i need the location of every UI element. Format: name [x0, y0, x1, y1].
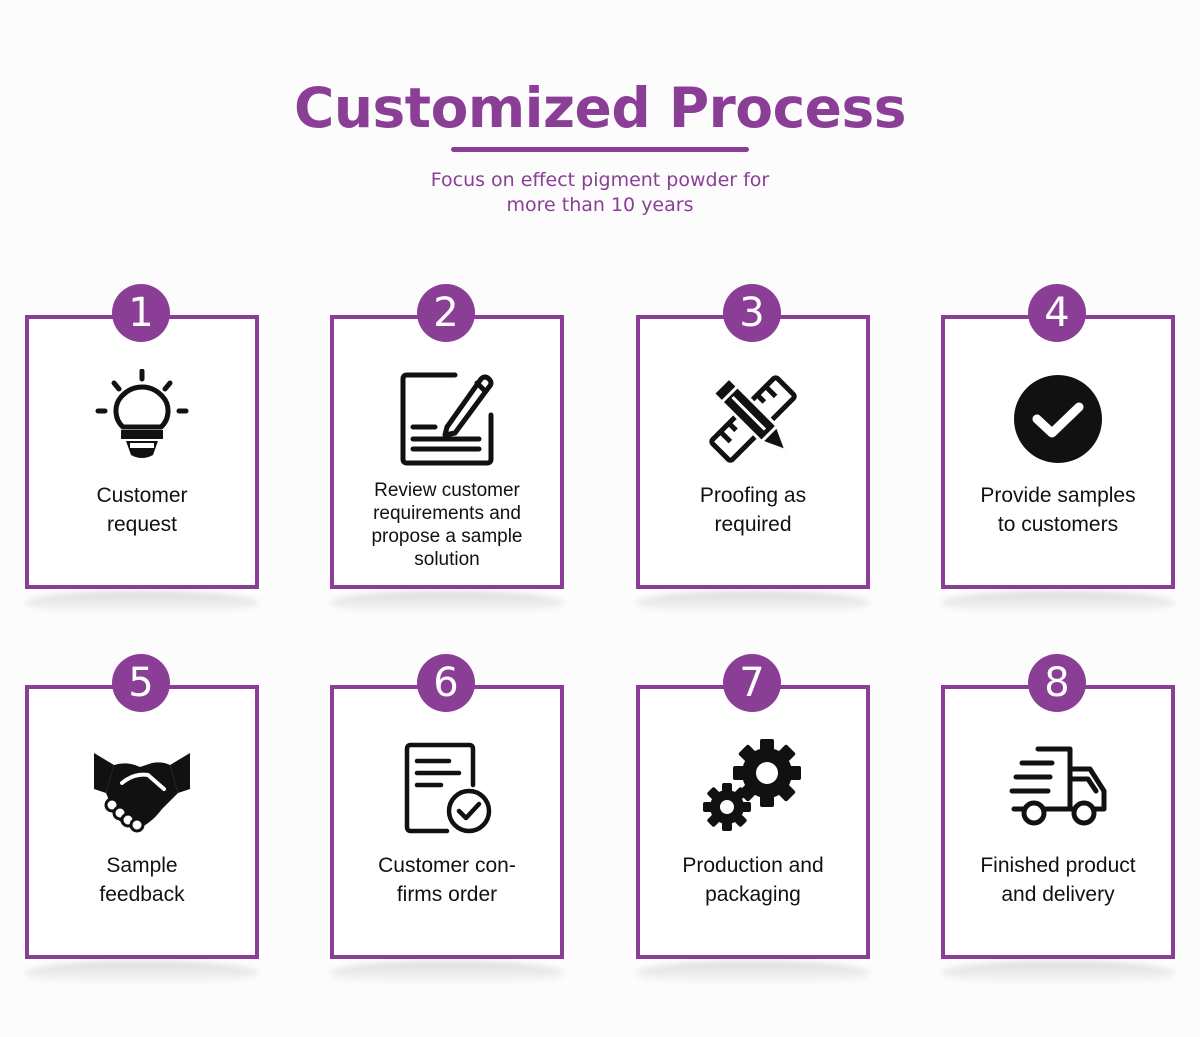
step-label-line: Finished product — [980, 854, 1136, 877]
step-label: Sample feedback — [37, 851, 247, 909]
step-label-line: Provide samples — [980, 484, 1136, 507]
step-card-2: 2 Review customer requirements and propo… — [330, 284, 564, 589]
step-card-1: 1 Customer request — [25, 284, 259, 589]
step-label-line: Production and — [682, 854, 824, 877]
step-label: Customer con- firms order — [342, 851, 552, 909]
step-label-line: solution — [414, 549, 480, 570]
step-label-line: required — [714, 513, 792, 536]
step-label-line: and delivery — [1001, 883, 1115, 906]
step-label-line: request — [106, 513, 178, 536]
delivery-truck-icon — [1008, 739, 1108, 839]
step-label-line: Sample — [106, 854, 178, 877]
step-label-line: Customer — [96, 484, 188, 507]
step-label-line: firms order — [396, 883, 498, 906]
step-label-line: Review customer — [374, 480, 520, 501]
step-label-line: feedback — [99, 883, 185, 906]
step-card-5: 5 Sample feedback — [25, 654, 259, 959]
page-header: Customized Process Focus on effect pigme… — [0, 0, 1200, 240]
step-card-3: 3 Proofing as required — [636, 284, 870, 589]
step-number-badge: 5 — [112, 654, 170, 712]
step-number-badge: 3 — [723, 284, 781, 342]
step-number-badge: 8 — [1028, 654, 1086, 712]
document-edit-icon — [397, 369, 497, 469]
step-label-line: packaging — [705, 883, 801, 906]
check-circle-icon — [1008, 369, 1108, 469]
step-number-badge: 4 — [1028, 284, 1086, 342]
step-card-7: 7 — [636, 654, 870, 959]
step-number-badge: 1 — [112, 284, 170, 342]
page-subtitle: Focus on effect pigment powder for more … — [350, 168, 850, 218]
step-label-line: Customer con- — [378, 854, 516, 877]
document-check-icon — [397, 739, 497, 839]
subtitle-line: more than 10 years — [506, 194, 694, 216]
title-underline — [451, 147, 749, 152]
handshake-icon — [92, 739, 192, 839]
step-label: Review customer requirements and propose… — [342, 479, 552, 571]
step-card-4: 4 Provide samples to customers — [941, 284, 1175, 589]
subtitle-line: Focus on effect pigment powder for — [430, 169, 770, 191]
step-card-6: 6 Customer con- firms order — [330, 654, 564, 959]
step-label: Customer request — [37, 481, 247, 539]
step-label: Provide samples to customers — [953, 481, 1163, 539]
step-label-line: requirements and — [373, 503, 521, 524]
step-number-badge: 6 — [417, 654, 475, 712]
step-label: Production and packaging — [648, 851, 858, 909]
gears-icon — [703, 739, 803, 839]
page-title: Customized Process — [294, 76, 906, 140]
step-label-line: propose a sample — [371, 526, 523, 547]
pencil-ruler-icon — [703, 369, 803, 469]
step-label-line: to customers — [997, 513, 1119, 536]
step-number-badge: 7 — [723, 654, 781, 712]
lightbulb-icon — [92, 369, 192, 469]
step-label: Proofing as required — [648, 481, 858, 539]
step-card-8: 8 Finished product and delivery — [941, 654, 1175, 959]
step-label: Finished product and delivery — [953, 851, 1163, 909]
step-label-line: Proofing as — [699, 484, 807, 507]
step-number-badge: 2 — [417, 284, 475, 342]
